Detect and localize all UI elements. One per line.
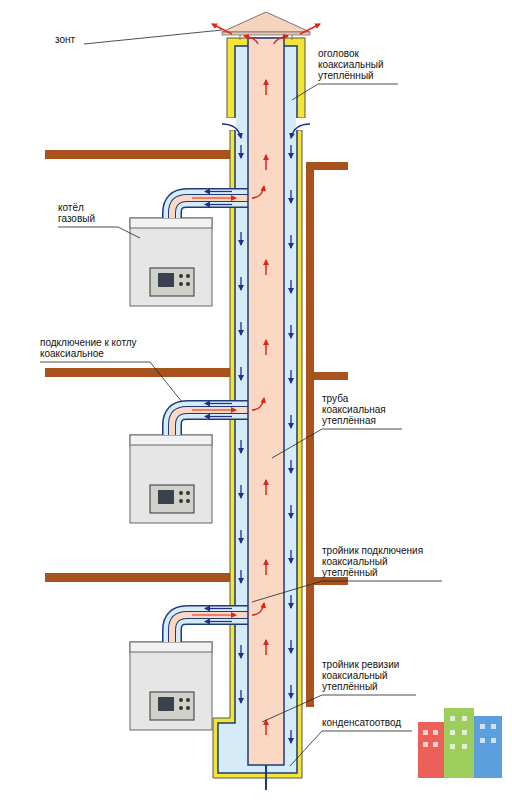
boiler-connection [172,609,252,643]
boiler-connection [172,404,252,436]
gas-boiler [130,642,212,730]
part-label: подключение к котлу коаксиальное [40,337,155,359]
part-label: оголовок коаксиальный утеплённый [318,48,398,81]
rain-cap [222,12,310,40]
gas-boiler [130,218,212,306]
part-label: котёл газовый [58,202,116,224]
part-label: конденсатоотвод [322,717,417,728]
part-label: тройник ревизии коаксиальный утеплённый [322,659,414,692]
building-structure [45,150,348,707]
air-arrow [222,124,310,743]
leader-line [40,30,442,766]
part-label: зонт [55,34,115,45]
flue-gas-arrow [212,24,320,735]
flue-pipe [248,38,284,765]
logo-mark [418,708,502,778]
part-label: труба коаксиальная утеплённая [322,393,400,426]
condensate-drain [265,765,267,790]
boiler-connection [172,192,252,219]
part-label: тройник подключения коаксиальный утеплён… [322,545,440,578]
gas-boiler [130,435,212,523]
